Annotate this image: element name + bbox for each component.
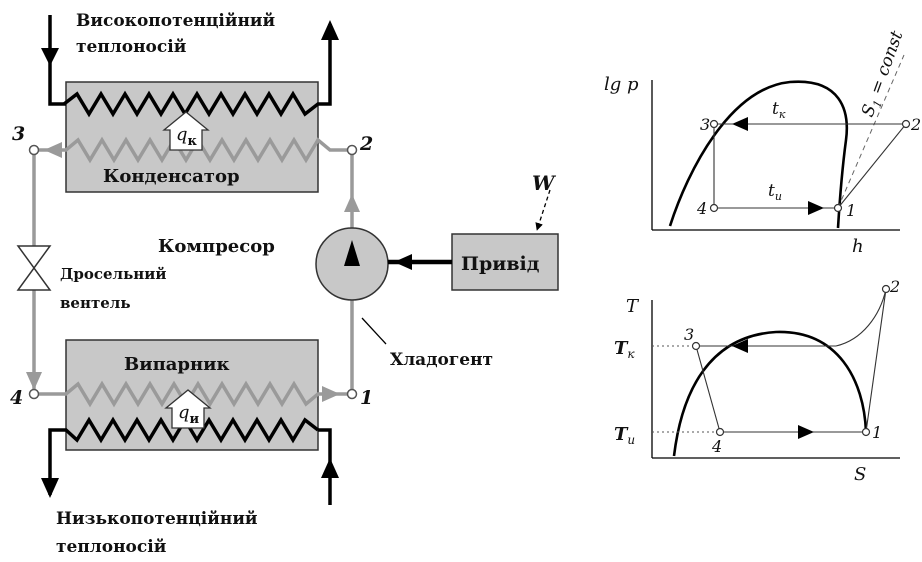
ts-arrow-evap — [798, 425, 814, 439]
refrigerant-arrow-down — [26, 372, 42, 390]
ts-saturation-dome — [672, 330, 868, 457]
ph-isentrope-label: S1 = const — [858, 28, 910, 120]
ph-point-1 — [833, 203, 843, 213]
valve-label-2: вентель — [60, 294, 131, 312]
hot-carrier-label-2: теплоносій — [76, 37, 187, 57]
hot-carrier-line — [48, 15, 332, 118]
ph-point-2 — [901, 119, 911, 129]
drive-shaft-arrow — [394, 254, 412, 270]
cold-carrier-in-arrow — [321, 458, 339, 478]
ts-point-1 — [861, 427, 871, 437]
ts-point-label-2: 2 — [889, 277, 900, 296]
q-evaporator-arrow — [164, 389, 212, 429]
valve-label-1: Дросельний — [60, 265, 167, 283]
refrigerant-arrow-right — [322, 386, 340, 402]
point-label-3: 3 — [12, 123, 25, 145]
ph-t-evap-label: tи — [768, 181, 782, 203]
refrigerant-label: Хладогент — [390, 350, 493, 370]
point-label-1: 1 — [360, 387, 373, 409]
compressor — [315, 227, 389, 301]
cold-carrier-out-arrow — [41, 478, 59, 498]
ts-point-label-3: 3 — [684, 325, 694, 344]
q-condenser-label: qк — [176, 124, 198, 149]
q-evaporator-label: qи — [178, 402, 200, 427]
cold-carrier-line — [48, 416, 332, 505]
ph-point-4 — [709, 203, 719, 213]
state-point-2 — [346, 144, 358, 156]
state-point-1 — [346, 388, 358, 400]
hot-carrier-in-arrow — [41, 48, 59, 66]
ts-point-3 — [691, 341, 701, 351]
q-condenser-arrow — [162, 111, 210, 151]
state-point-3 — [28, 144, 40, 156]
refrigerant-arrow-left — [44, 142, 62, 158]
throttle-valve — [16, 245, 52, 291]
ph-point-label-3: 3 — [700, 115, 710, 134]
cycle-schematic: Високопотенційний теплоносій Конденсатор… — [10, 11, 559, 557]
refrigerant-leader — [361, 317, 387, 345]
ph-cycle — [713, 123, 907, 209]
work-input-line — [535, 189, 551, 231]
ts-diagram: T S Tк Tи 3 2 4 1 — [614, 277, 900, 485]
ph-y-label: lg p — [604, 74, 639, 95]
ts-cycle — [695, 288, 887, 433]
ph-arrow-evap — [808, 201, 824, 215]
ph-point-label-2: 2 — [910, 115, 921, 134]
refrigerant-arrow-up — [344, 194, 360, 212]
ph-x-label: h — [852, 236, 864, 257]
ph-point-label-4: 4 — [696, 199, 707, 218]
point-label-4: 4 — [10, 387, 23, 409]
ph-t-cond-label: tк — [772, 99, 786, 121]
hot-carrier-label-1: Високопотенційний — [76, 11, 276, 31]
ph-isentrope — [837, 54, 905, 209]
cold-carrier-label-1: Низькопотенційний — [56, 509, 258, 529]
ts-ti-label: Tи — [614, 424, 635, 447]
drive-label: Привід — [461, 253, 540, 275]
ph-saturation-dome — [668, 80, 849, 229]
ph-diagram: lg p h S1 = const tк tи 3 2 4 1 — [604, 28, 921, 257]
ts-x-label: S — [854, 464, 866, 485]
work-label: W — [532, 171, 557, 195]
ts-arrow-cond — [732, 339, 748, 353]
ts-y-label: T — [626, 296, 640, 317]
ts-point-label-4: 4 — [711, 437, 722, 456]
hot-carrier-out-arrow — [321, 20, 339, 40]
state-point-4 — [28, 388, 40, 400]
cold-carrier-label-2: теплоносій — [56, 537, 167, 557]
compressor-label: Компресор — [158, 236, 275, 257]
condenser-label: Конденсатор — [103, 166, 240, 187]
ts-tk-label: Tк — [614, 338, 635, 361]
ph-arrow-cond — [732, 117, 748, 131]
ph-point-3 — [709, 119, 719, 129]
ts-point-2 — [881, 284, 891, 294]
evaporator-label: Випарник — [124, 354, 230, 375]
ph-point-label-1: 1 — [846, 201, 856, 220]
ts-point-label-1: 1 — [872, 423, 882, 442]
ts-point-4 — [715, 427, 725, 437]
point-label-2: 2 — [359, 133, 373, 155]
